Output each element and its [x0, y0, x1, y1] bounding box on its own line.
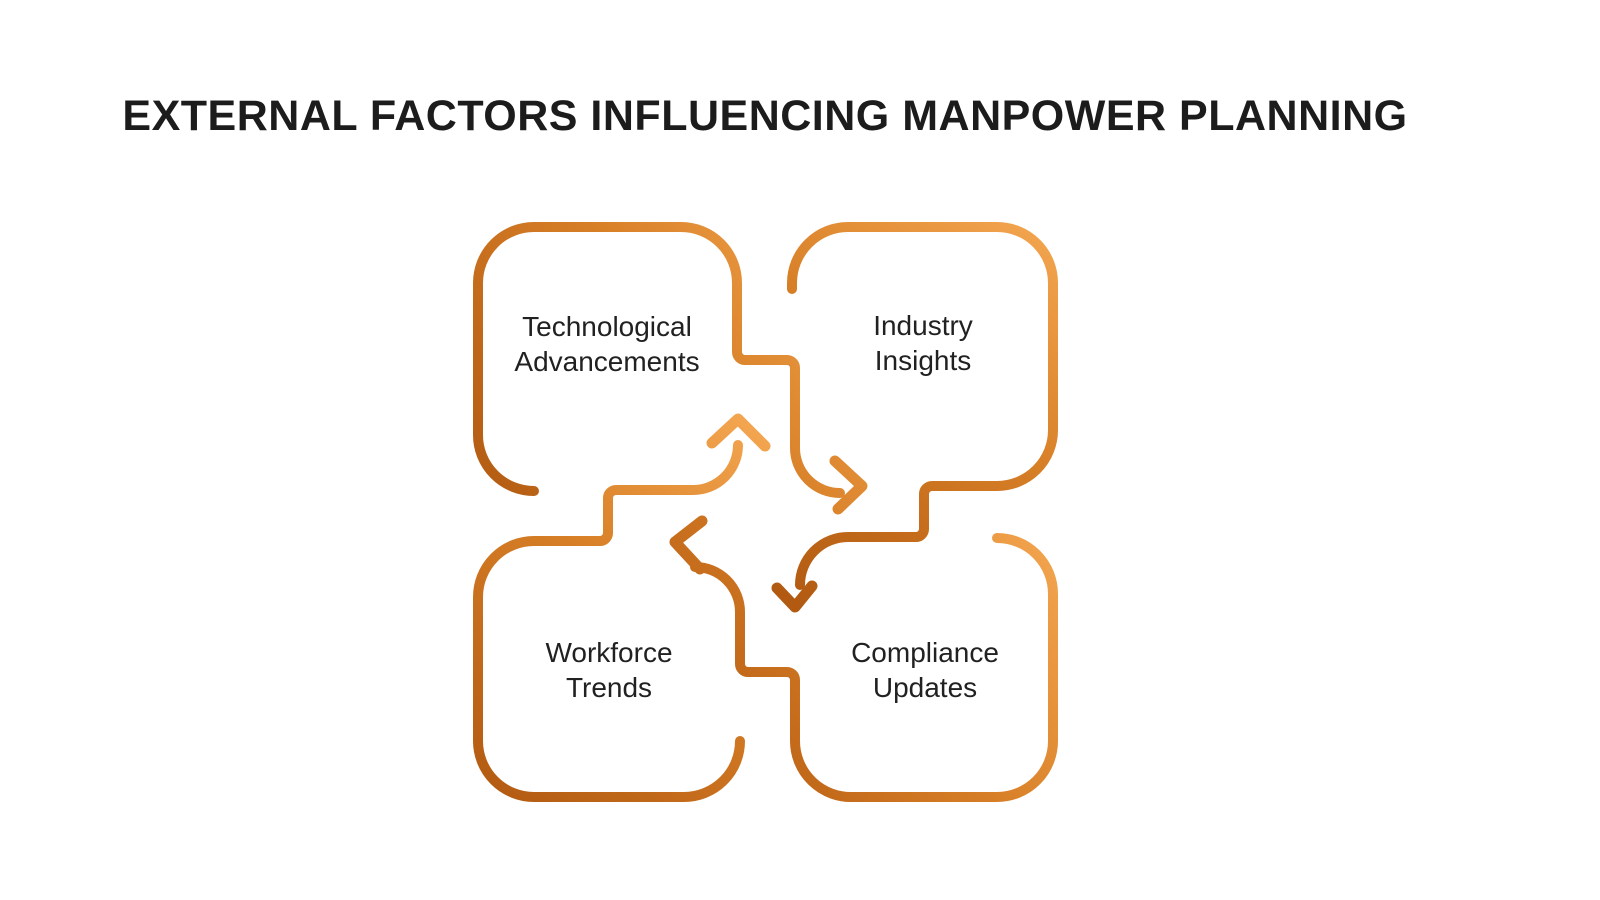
arrow-up-icon [706, 413, 771, 452]
arrow-down-icon [771, 580, 818, 613]
node-label-line: Trends [565, 672, 653, 703]
node-label-line: Industry [873, 310, 973, 341]
node-label-line: Workforce [545, 637, 673, 668]
arrow-right-icon [829, 455, 868, 515]
industry-insights-bubble-outline [787, 222, 1058, 590]
technological-advancements-bubble-outline [473, 222, 845, 498]
arrow-left-icon [669, 515, 708, 575]
workforce-trends-bubble-outline [473, 440, 745, 802]
node-label-line: Compliance [851, 637, 999, 668]
node-label-technological-advancements: Technological Advancements [514, 309, 699, 379]
node-label-line: Insights [874, 345, 972, 376]
node-label-line: Technological [522, 311, 692, 342]
page-title: EXTERNAL FACTORS INFLUENCING MANPOWER PL… [122, 92, 1408, 140]
node-label-compliance-updates: Compliance Updates [851, 635, 999, 705]
node-label-industry-insights: Industry Insights [873, 308, 973, 378]
node-label-line: Advancements [514, 346, 700, 377]
node-label-line: Updates [872, 672, 978, 703]
compliance-updates-bubble-outline [690, 533, 1058, 803]
node-label-workforce-trends: Workforce Trends [545, 635, 672, 705]
